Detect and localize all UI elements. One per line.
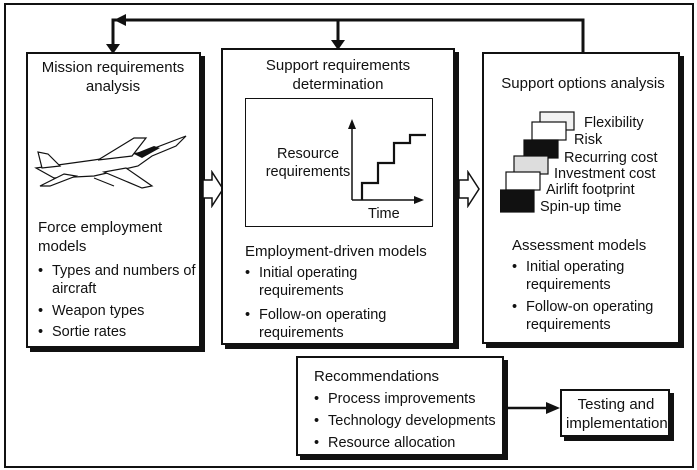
bullet-dot: • [512,299,518,315]
feedback-arrowhead-middle [331,40,345,50]
bullet-dot: • [314,413,320,429]
mission-title: Mission requirements analysis [41,59,185,95]
card-label-recurring-cost: Recurring cost [564,150,658,166]
mission-models-title: Force employment models [38,219,163,255]
y-axis-arrowhead [348,119,356,129]
arrow-to-testing [506,402,560,414]
bullet-dot: • [245,307,251,323]
support-opt-box: Support options analysis Flexibility Ris… [482,52,680,344]
flow-arrow-2 [458,170,480,208]
inset-ylabel: Resource requirements [265,146,351,180]
testing-box: Testing and implementation [560,389,670,437]
card-investment-cost [513,155,549,175]
arrow-to-testing-head [546,402,560,414]
card-spin-up-time [500,189,535,213]
bullet-text: Process improvements [328,391,476,407]
bullet-text: Sortie rates [52,324,127,340]
support-opt-bullet-1: • Initial operating requirements [512,258,672,294]
card-label-airlift-footprint: Airlift footprint [546,182,635,198]
inset-xlabel: Time [368,206,400,222]
bullet-dot: • [38,263,44,279]
bullet-text: Types and numbers of aircraft [52,263,196,297]
support-req-title: Support requirements determination [265,57,411,93]
mission-bullet-1: • Types and numbers of aircraft [38,262,198,298]
bullet-text: Resource allocation [328,435,456,451]
feedback-arrows [106,14,585,54]
bullet-text: Follow-on operating requirements [526,299,654,333]
bullet-text: Weapon types [52,303,145,319]
flow-arrow-1 [202,170,224,208]
options-card-stack [500,111,575,213]
mission-bullet-2: • Weapon types [38,302,198,320]
support-req-bullet-2: • Follow-on operating requirements [245,306,445,342]
support-req-bullet-1: • Initial operating requirements [245,264,435,300]
bullet-dot: • [38,303,44,319]
feedback-arrowhead-top [114,14,126,26]
card-label-risk: Risk [574,132,603,148]
support-req-box: Support requirements determination Resou… [221,48,455,345]
bullet-dot: • [512,259,518,275]
bullet-text: Initial operating requirements [526,259,625,293]
inset-chart-frame: Resource requirements Time [245,98,433,227]
recommendations-box: Recommendations • Process improvements •… [296,356,504,456]
bullet-dot: • [245,265,251,281]
mission-bullet-3: • Sortie rates [38,323,198,341]
testing-label: Testing and implementation [566,396,668,432]
step-chart [348,119,426,204]
bullet-dot: • [314,391,320,407]
bullet-dot: • [38,324,44,340]
card-label-spin-up-time: Spin-up time [540,199,622,215]
feedback-arrowhead-left [106,44,120,54]
card-label-flexibility: Flexibility [584,115,644,131]
fighter-jet-icon [34,135,187,189]
support-req-models-title: Employment-driven models [245,243,427,260]
feedback-line [111,18,585,52]
bullet-dot: • [314,435,320,451]
support-opt-title: Support options analysis [501,75,665,92]
bullet-text: Initial operating requirements [259,265,358,299]
recommendations-title: Recommendations [314,368,440,385]
x-axis-arrowhead [414,196,424,204]
card-airlift-footprint [505,171,541,191]
bullet-text: Follow-on operating requirements [259,307,387,341]
recommendation-bullet-2: • Technology developments [314,412,502,430]
card-recurring-cost [523,139,559,159]
card-label-investment-cost: Investment cost [554,166,656,182]
recommendation-bullet-3: • Resource allocation [314,434,502,452]
support-opt-bullet-2: • Follow-on operating requirements [512,298,676,334]
card-risk [531,121,567,141]
support-opt-models-title: Assessment models [512,237,647,254]
step-line [360,133,426,200]
mission-box: Mission requirements analysis Force empl… [26,52,201,348]
bullet-text: Technology developments [328,413,496,429]
recommendation-bullet-1: • Process improvements [314,390,502,408]
